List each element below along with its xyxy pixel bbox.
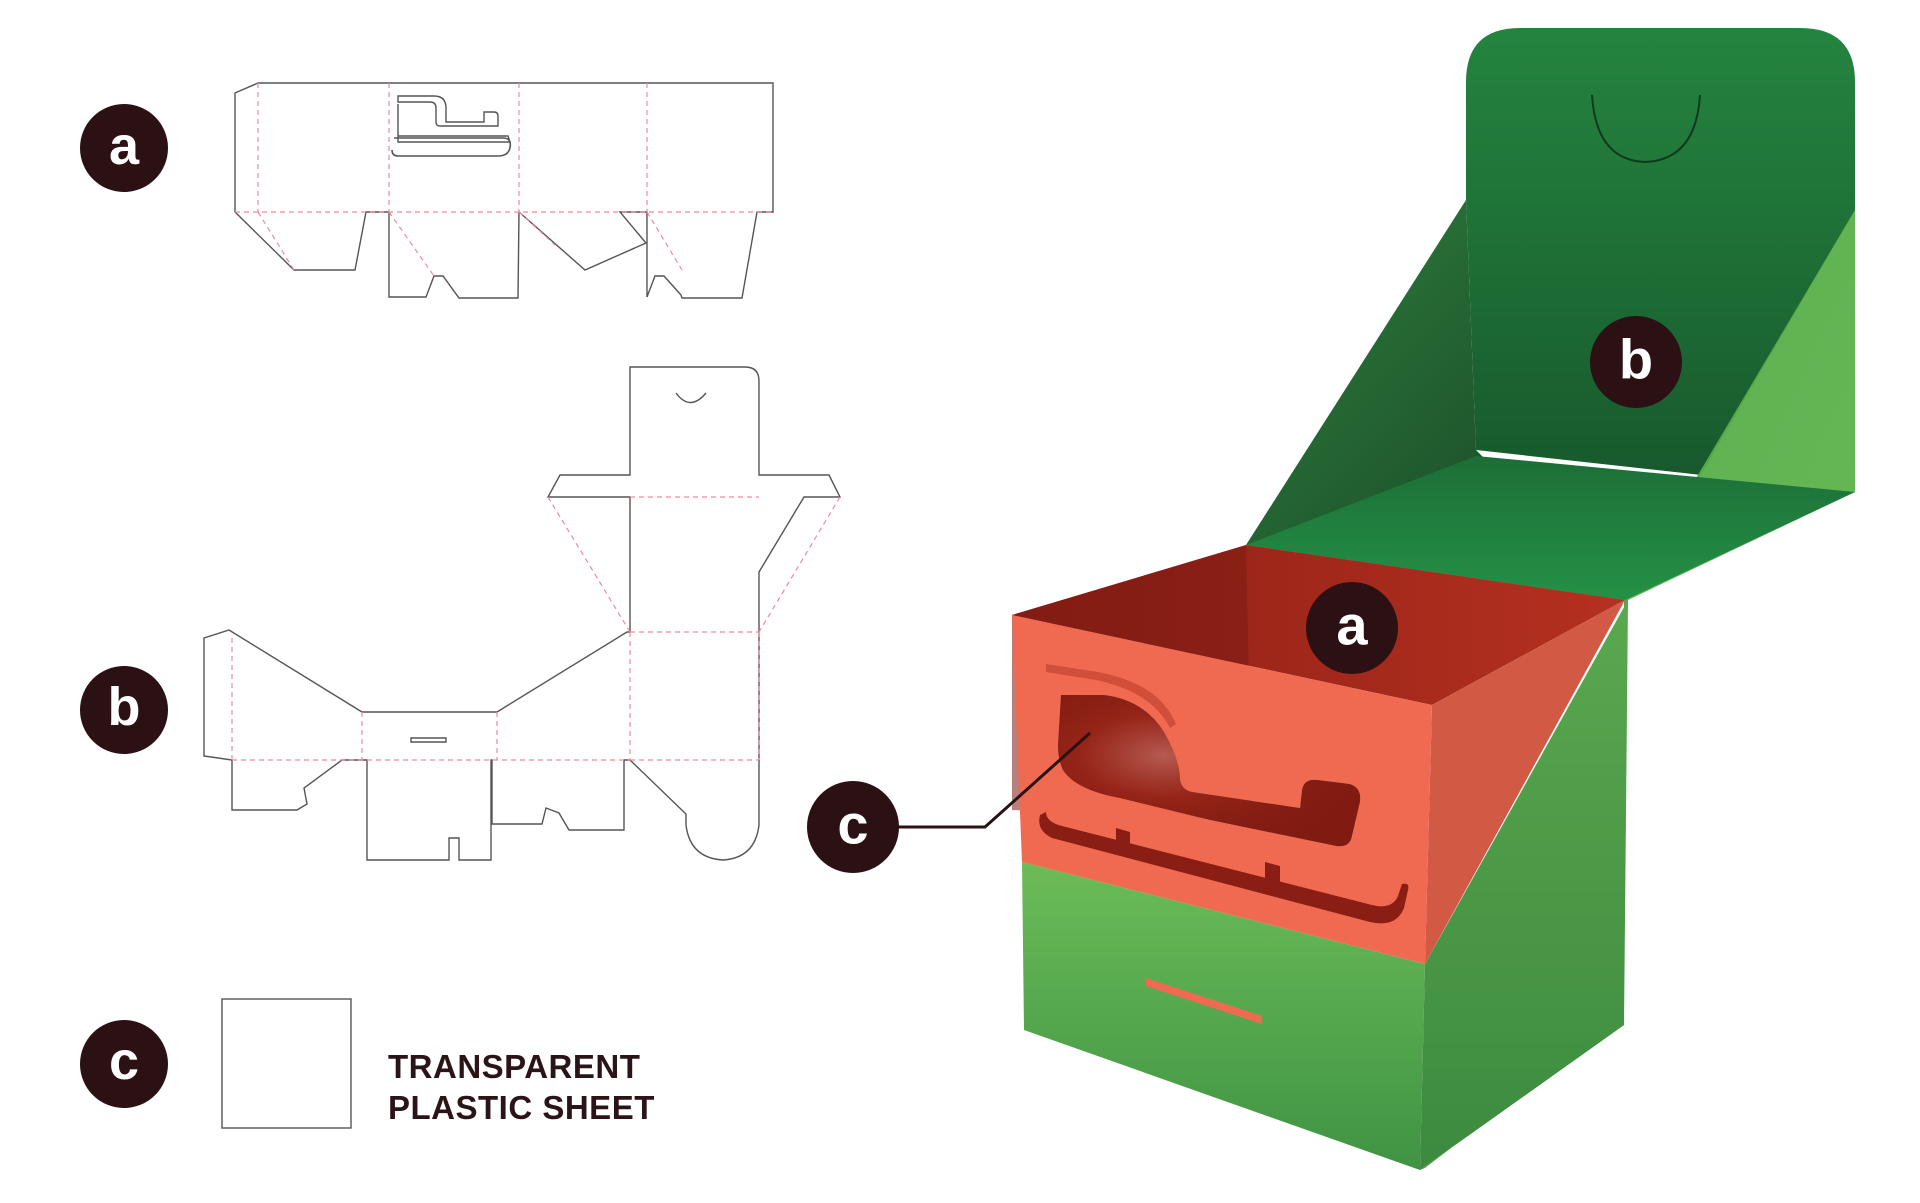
box-3d	[1012, 28, 1855, 1170]
svg-text:c: c	[109, 1031, 139, 1091]
caption-line-1: TRANSPARENT	[388, 1048, 641, 1085]
box-sleigh-runner	[1039, 812, 1409, 924]
badge-a-left: a	[80, 104, 168, 192]
dieline-b-slot	[410, 737, 447, 743]
dieline-b-folds	[231, 496, 841, 761]
dieline-c-plastic-sheet	[221, 998, 352, 1129]
svg-text:a: a	[1336, 594, 1368, 657]
badge-c-box: c	[807, 781, 899, 873]
svg-text:a: a	[109, 116, 140, 176]
callout-line-c	[895, 731, 1092, 829]
svg-text:c: c	[837, 793, 868, 856]
plastic-sheet-caption: TRANSPARENT PLASTIC SHEET	[388, 1046, 655, 1128]
box-lid-side	[1246, 200, 1625, 600]
caption-line-2: PLASTIC SHEET	[388, 1089, 655, 1126]
box-side-right	[1420, 210, 1855, 1170]
badge-a-box: a	[1306, 582, 1398, 674]
box-red-side	[1425, 600, 1625, 964]
badge-c-left: c	[80, 1020, 168, 1108]
box-side-lower	[1420, 600, 1628, 1170]
box-front-panel	[1012, 615, 1432, 964]
dieline-b	[203, 366, 842, 861]
dieline-a	[234, 82, 774, 299]
dieline-a-sleigh-cutout	[397, 95, 511, 143]
svg-text:b: b	[1619, 328, 1653, 391]
svg-text:b: b	[108, 677, 141, 737]
box-front-slot	[1146, 978, 1262, 1024]
box-front-lower	[1022, 862, 1425, 1170]
box-lid-notch	[1591, 94, 1701, 164]
badge-b-box: b	[1590, 316, 1682, 408]
badge-b-left: b	[80, 666, 168, 754]
box-inner-floor	[1246, 456, 1855, 600]
dieline-b-tab-notch	[675, 392, 707, 404]
dieline-a-folds	[235, 83, 773, 277]
